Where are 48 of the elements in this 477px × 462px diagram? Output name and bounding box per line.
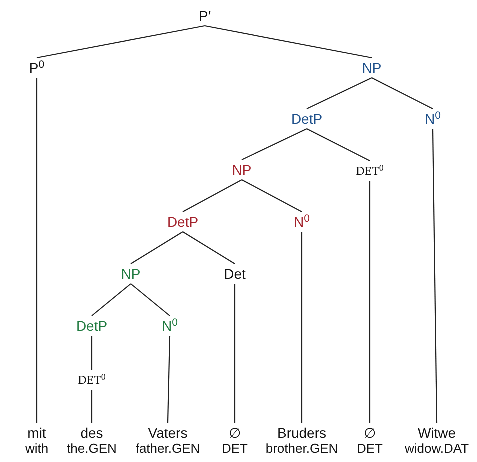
category-label: N$^{0}$ xyxy=(162,318,178,334)
tree-branch xyxy=(182,232,236,264)
tree-branch xyxy=(182,180,242,212)
gloss-text: DET xyxy=(357,441,383,457)
category-label: NP xyxy=(232,162,252,178)
gloss-text: DET xyxy=(222,441,248,457)
tree-branch xyxy=(36,25,206,59)
tree-branch xyxy=(91,336,93,370)
category-label: Det xyxy=(224,266,246,282)
category-label: N$^{0}$ xyxy=(294,214,310,230)
word-form: Witwe xyxy=(418,425,456,441)
category-label: NP xyxy=(362,60,382,76)
category-label: NP xyxy=(121,266,141,282)
word-form: Vaters xyxy=(148,425,188,441)
tree-branch xyxy=(167,336,171,424)
category-label: P′ xyxy=(199,8,211,24)
word-form: Bruders xyxy=(277,425,326,441)
tree-branch xyxy=(234,284,236,423)
gloss-text: father.GEN xyxy=(136,441,200,457)
tree-branch xyxy=(306,128,370,162)
tree-branch xyxy=(130,232,184,264)
tree-branch xyxy=(36,78,38,423)
tree-branch xyxy=(301,232,303,423)
tree-branch xyxy=(369,181,371,423)
word-form: des xyxy=(80,425,104,441)
gloss-text: with xyxy=(25,441,49,457)
category-label: DetP xyxy=(167,214,199,230)
category-label: N$^{0}$ xyxy=(425,111,441,127)
category-label: DetP xyxy=(76,318,108,334)
tree-branch xyxy=(92,284,132,316)
tree-branch xyxy=(130,284,170,316)
category-label: DET$^{0}$ xyxy=(78,372,106,388)
tree-branch xyxy=(372,78,434,110)
gloss-text: the.GEN xyxy=(67,441,117,457)
gloss-text: brother.GEN xyxy=(266,441,338,457)
tree-branch xyxy=(242,128,308,160)
tree-branch xyxy=(242,180,302,212)
category-label: DET$^{0}$ xyxy=(356,163,384,179)
tree-branch xyxy=(306,78,372,110)
word-form: ∅ xyxy=(364,425,376,441)
gloss-text: widow.DAT xyxy=(404,441,470,457)
category-label: DetP xyxy=(291,111,323,127)
word-form: ∅ xyxy=(229,425,241,441)
tree-branch xyxy=(432,129,438,423)
tree-branch xyxy=(204,25,372,59)
word-form: mit xyxy=(28,425,46,441)
tree-branch xyxy=(91,390,93,423)
category-label: P$^{0}$ xyxy=(29,60,45,76)
